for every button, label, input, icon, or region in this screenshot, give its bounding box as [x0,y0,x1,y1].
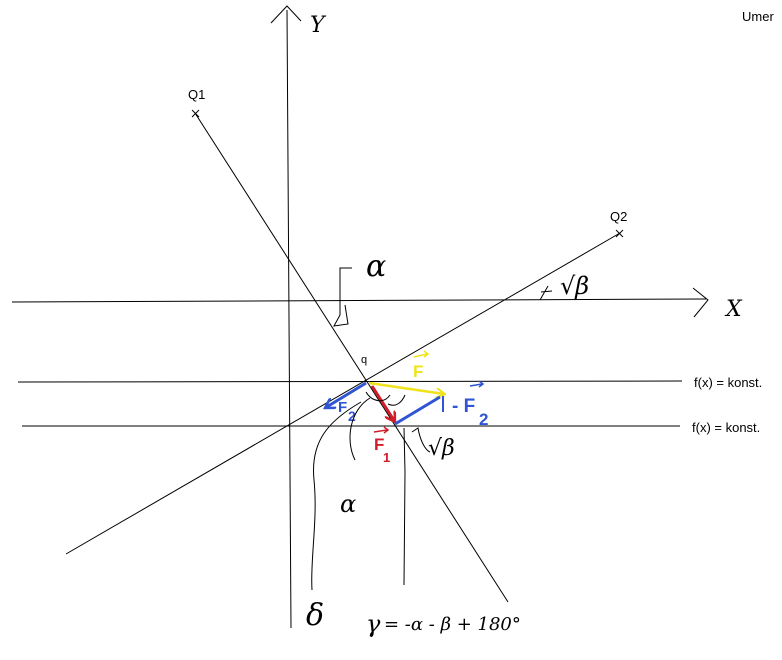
svg-text:γ: γ [366,610,381,638]
vector-minus-f2-label: - F 2 [442,380,488,429]
vector-f2-label: F 2 [338,399,356,424]
beta-top-mark [539,285,553,301]
x-axis [11,287,709,318]
vector-f1-label: F 1 [373,426,390,465]
author-label: Umer [742,9,774,24]
q1-label: Q1 [188,87,205,102]
angle-arc-right [387,394,406,406]
svg-text:- F: - F [452,396,475,417]
angle-arc-inner [365,391,391,402]
alpha-top-label: α [366,249,386,284]
gamma-formula: γ = -α - β + 180° [366,610,521,638]
q1-marker [191,109,200,118]
delta-label: δ [306,598,324,633]
beta-bottom-leader [411,427,431,453]
q2-label: Q2 [610,209,627,224]
svg-text:= -α - β + 180°: = -α - β + 180° [384,614,521,635]
x-axis-label: X [724,297,743,322]
beta-bottom-label: √β [428,436,455,461]
svg-text:F: F [374,435,384,454]
vector-f [368,381,444,394]
gamma-leader [403,427,406,586]
y-axis-label: Y [310,13,327,38]
alpha-top-bracket [333,267,352,327]
svg-text:F: F [413,362,423,381]
vector-f-label: F [413,350,430,381]
alpha-bottom-label: α [340,490,356,518]
vector-f1 [370,385,395,422]
level-line-upper [17,380,683,383]
q-label: q [361,354,367,366]
level-line-lower-label: f(x) = konst. [692,420,760,435]
vector-f2 [325,381,367,410]
svg-text:1: 1 [383,450,390,465]
vector-minus-f2 [394,395,441,426]
line-q2-direction [65,232,621,555]
beta-top-label: √β [560,272,589,300]
svg-text:2: 2 [479,410,488,429]
line-q1-direction [194,112,509,603]
delta-leader [311,401,362,591]
alpha-bottom-leader [349,397,371,461]
svg-text:2: 2 [348,408,356,424]
svg-text:F: F [338,399,347,416]
level-line-upper-label: f(x) = konst. [694,375,762,390]
q2-marker [615,229,624,238]
y-axis [270,5,302,629]
